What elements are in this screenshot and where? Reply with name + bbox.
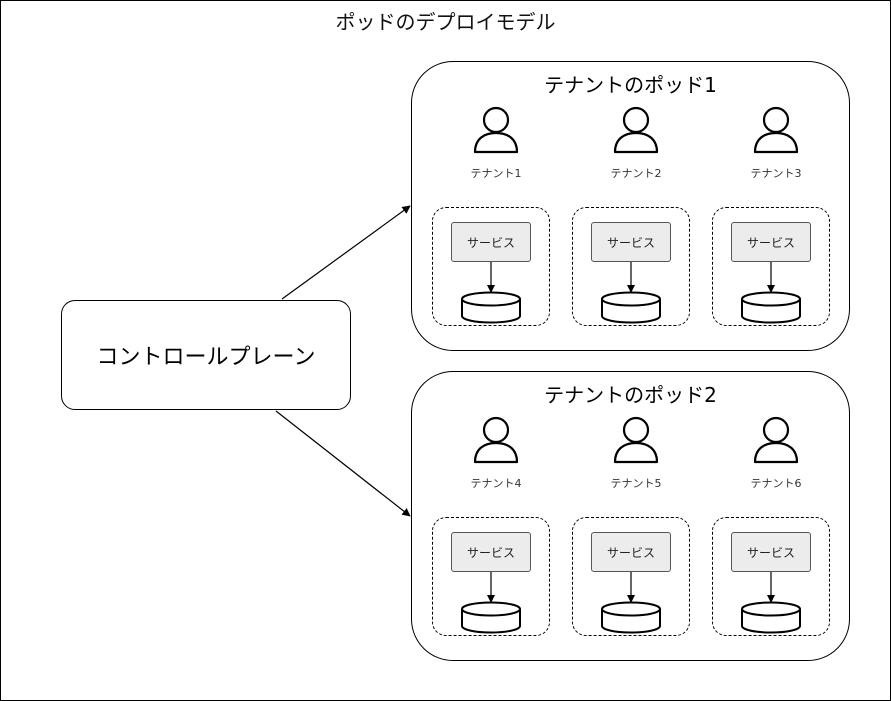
database-icon bbox=[741, 601, 801, 634]
service-to-db bbox=[461, 262, 521, 324]
service-to-db bbox=[601, 572, 661, 634]
tenant-1: テナント1 bbox=[446, 105, 546, 181]
service-box: サービス bbox=[591, 222, 671, 262]
database-icon bbox=[601, 291, 661, 324]
tenant-6: テナント6 bbox=[726, 415, 826, 491]
user-icon bbox=[473, 416, 519, 464]
service-box: サービス bbox=[591, 532, 671, 572]
database-icon bbox=[461, 601, 521, 634]
user-icon bbox=[753, 106, 799, 154]
database-icon bbox=[741, 291, 801, 324]
tenant-3: テナント3 bbox=[726, 105, 826, 181]
tenant-stack-6: サービス bbox=[712, 517, 830, 636]
user-icon bbox=[613, 106, 659, 154]
tenant-label: テナント6 bbox=[750, 477, 802, 490]
user-icon bbox=[473, 106, 519, 154]
pod-2: テナントのポッド2 テナント4 テナント5 テナント6 サービス bbox=[411, 371, 850, 661]
service-box: サービス bbox=[731, 222, 811, 262]
pod-title: テナントのポッド1 bbox=[544, 73, 717, 97]
pod-1: テナントのポッド1 テナント1 テナント2 テナント3 サービス bbox=[411, 61, 850, 351]
control-plane-label: コントロールプレーン bbox=[96, 345, 316, 370]
service-to-db bbox=[741, 262, 801, 324]
tenant-5: テナント5 bbox=[586, 415, 686, 491]
database-icon bbox=[461, 291, 521, 324]
service-to-db bbox=[461, 572, 521, 634]
user-icon bbox=[753, 416, 799, 464]
tenant-2: テナント2 bbox=[586, 105, 686, 181]
tenant-label: テナント3 bbox=[750, 167, 802, 180]
user-icon bbox=[613, 416, 659, 464]
control-plane-box: コントロールプレーン bbox=[61, 300, 351, 410]
service-to-db bbox=[601, 262, 661, 324]
service-to-db bbox=[741, 572, 801, 634]
tenant-stack-3: サービス bbox=[712, 207, 830, 326]
tenant-label: テナント2 bbox=[610, 167, 662, 180]
tenant-label: テナント1 bbox=[470, 167, 522, 180]
tenant-4: テナント4 bbox=[446, 415, 546, 491]
service-box: サービス bbox=[451, 222, 531, 262]
database-icon bbox=[601, 601, 661, 634]
tenant-stack-2: サービス bbox=[572, 207, 690, 326]
tenant-label: テナント4 bbox=[470, 477, 522, 490]
tenant-stack-1: サービス bbox=[432, 207, 550, 326]
tenant-label: テナント5 bbox=[610, 477, 662, 490]
pod-title: テナントのポッド2 bbox=[544, 383, 717, 407]
tenant-stack-5: サービス bbox=[572, 517, 690, 636]
diagram-title: ポッドのデプロイモデル bbox=[335, 10, 556, 34]
service-box: サービス bbox=[731, 532, 811, 572]
tenant-stack-4: サービス bbox=[432, 517, 550, 636]
service-box: サービス bbox=[451, 532, 531, 572]
